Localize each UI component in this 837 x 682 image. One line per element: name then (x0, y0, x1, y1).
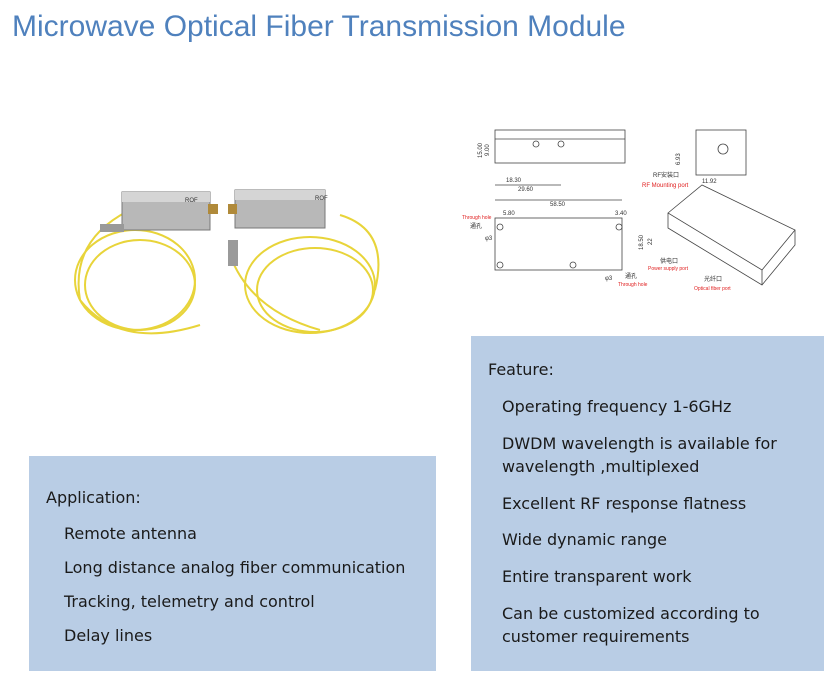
drawing-label: 供电口 (660, 257, 678, 265)
dim: φ3 (605, 276, 613, 282)
dimension-drawing: 15.00 9.00 18.30 29.60 6.93 11.92 58.50 … (462, 129, 796, 292)
feature-panel: Feature: Operating frequency 1-6GHz DWDM… (471, 336, 824, 671)
dim: 3.40 (615, 211, 627, 217)
feature-item: Entire transparent work (502, 567, 692, 586)
drawing-label: Optical fiber port (694, 286, 731, 292)
dim: 22 (648, 238, 654, 245)
feature-item: DWDM wavelength is available for wavelen… (502, 434, 777, 476)
feature-heading: Feature: (488, 360, 554, 379)
drawing-label: 通孔 (470, 222, 482, 230)
feature-item: Excellent RF response flatness (502, 494, 747, 513)
dim: 15.00 (478, 142, 484, 158)
drawing-label: Power supply port (648, 266, 689, 272)
dim: 18.30 (506, 178, 522, 184)
dim: 5.80 (503, 211, 515, 217)
application-heading: Application: (46, 488, 141, 507)
dim: 6.93 (676, 153, 682, 165)
dim: 18.50 (639, 234, 645, 250)
drawing-label: 光纤口 (704, 275, 722, 283)
dim: 11.92 (702, 179, 717, 185)
application-item: Delay lines (64, 626, 153, 645)
product-photo: ROF ROF (74, 189, 380, 335)
application-item: Tracking, telemetry and control (64, 592, 315, 611)
drawing-label: RF安装口 (653, 171, 679, 179)
drawing-label: 通孔 (625, 272, 637, 280)
feature-item: Can be customized according to customer … (502, 604, 760, 646)
feature-item: Wide dynamic range (502, 530, 668, 549)
dim: 9.00 (485, 144, 491, 156)
feature-item: Operating frequency 1-6GHz (502, 397, 732, 416)
dim: φ3 (485, 236, 493, 242)
application-item: Remote antenna (64, 524, 197, 543)
photo-label-right: ROF (315, 196, 328, 202)
photo-label-left: ROF (185, 198, 198, 204)
drawing-label: Through hole (462, 215, 492, 221)
drawing-label: Through hole (618, 282, 648, 288)
drawing-label: RF Mounting port (642, 183, 689, 189)
page-title: Microwave Optical Fiber Transmission Mod… (12, 10, 626, 43)
dim: 29.60 (518, 187, 534, 193)
application-panel: Application: Remote antenna Long distanc… (29, 456, 436, 671)
dim: 58.50 (550, 202, 566, 208)
application-item: Long distance analog fiber communication (64, 558, 406, 577)
